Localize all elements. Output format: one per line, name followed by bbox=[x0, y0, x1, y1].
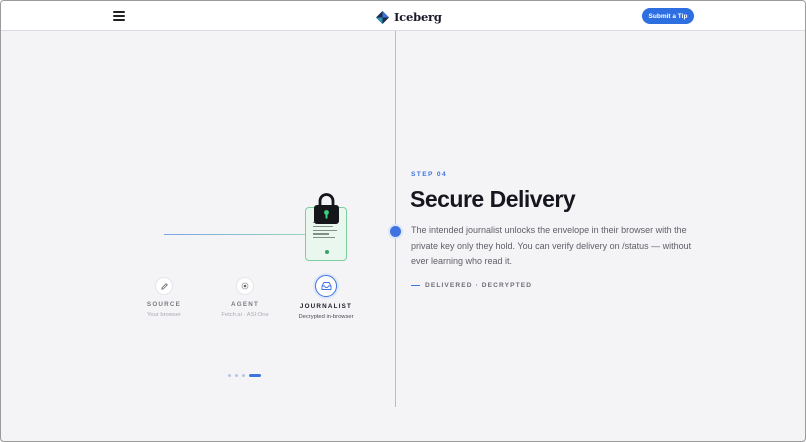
pencil-icon bbox=[155, 277, 173, 295]
status-text: DELIVERED · DECRYPTED bbox=[425, 282, 533, 289]
brand-name: Iceberg bbox=[394, 10, 442, 24]
iceberg-logo-icon bbox=[376, 10, 389, 24]
flow-node-agent: AGENT Fetch.ai · ASI:One bbox=[205, 277, 285, 318]
top-nav: Iceberg Submit a Tip bbox=[1, 1, 805, 31]
submit-tip-button[interactable]: Submit a Tip bbox=[642, 8, 694, 24]
status-dash bbox=[411, 285, 420, 286]
timeline-divider bbox=[395, 31, 397, 407]
flow-node-source: SOURCE Your browser bbox=[124, 277, 204, 318]
delivery-track-line bbox=[164, 234, 309, 235]
journalist-subtitle: Decrypted in-browser bbox=[298, 314, 354, 320]
journalist-title: JOURNALIST bbox=[299, 303, 353, 310]
envelope-status-dot bbox=[325, 250, 329, 254]
carousel-dot-2[interactable] bbox=[235, 374, 238, 377]
target-icon bbox=[236, 277, 254, 295]
carousel-dot-3[interactable] bbox=[242, 374, 245, 377]
source-subtitle: Your browser bbox=[147, 312, 181, 318]
carousel-indicators bbox=[228, 374, 265, 377]
agent-title: AGENT bbox=[230, 301, 260, 308]
padlock-icon bbox=[314, 193, 339, 224]
inbox-icon bbox=[315, 275, 337, 297]
delivery-status: DELIVERED · DECRYPTED bbox=[411, 282, 532, 289]
timeline-marker bbox=[390, 226, 401, 237]
agent-subtitle: Fetch.ai · ASI:One bbox=[221, 312, 269, 318]
brand-logo[interactable]: Iceberg bbox=[376, 9, 442, 25]
source-title: SOURCE bbox=[146, 301, 182, 308]
envelope-card bbox=[305, 207, 347, 261]
step-label: STEP 04 bbox=[411, 171, 448, 178]
step-title: Secure Delivery bbox=[410, 186, 576, 212]
menu-icon[interactable] bbox=[113, 11, 125, 21]
carousel-dot-1[interactable] bbox=[228, 374, 231, 377]
step-description: The intended journalist unlocks the enve… bbox=[411, 225, 692, 266]
carousel-dot-4[interactable] bbox=[249, 374, 261, 377]
flow-node-journalist: JOURNALIST Decrypted in-browser bbox=[286, 275, 366, 320]
